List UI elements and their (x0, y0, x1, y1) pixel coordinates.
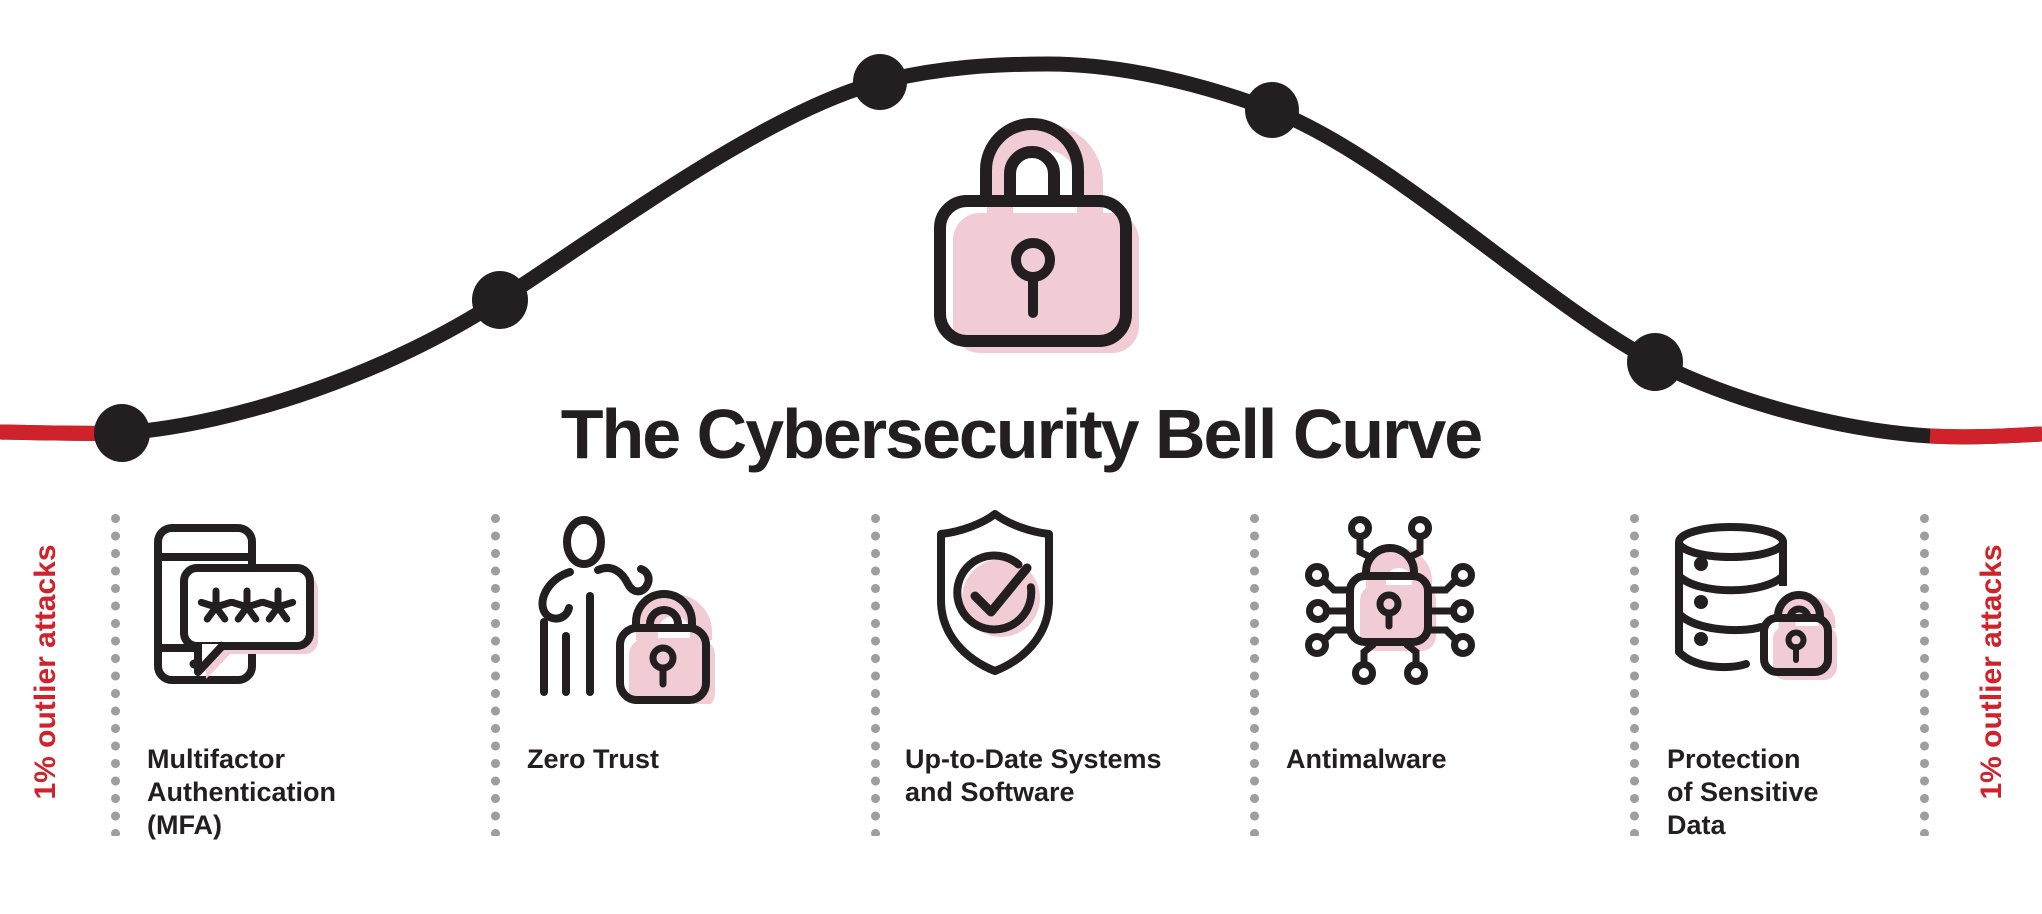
label-line: Antimalware (1286, 744, 1447, 774)
column-label-up-to-date: Up-to-Date Systems and Software (905, 743, 1162, 809)
curve-dot (1627, 333, 1683, 391)
mfa-phone-password-icon (154, 524, 318, 684)
label-line: Zero Trust (527, 744, 660, 774)
circuit-traces (1322, 538, 1458, 664)
label-line: of Sensitive (1667, 777, 1819, 807)
curve-dot (472, 271, 528, 329)
page-title: The Cybersecurity Bell Curve (560, 395, 1483, 473)
column-label-data-protection: Protection of Sensitive Data (1667, 743, 1819, 842)
shield-check-icon (937, 510, 1053, 675)
left-outlier-label: 1% outlier attacks (29, 544, 62, 800)
dotted-separator (871, 514, 880, 836)
circuit-lock-icon (1305, 516, 1475, 685)
column-label-mfa: Multifactor Authentication (MFA) (147, 743, 336, 842)
right-outlier-label: 1% outlier attacks (1975, 544, 2008, 800)
label-line: Authentication (147, 777, 336, 807)
label-line: Data (1667, 810, 1726, 840)
database-lock-icon (1675, 523, 1837, 680)
curve-dot (853, 54, 907, 110)
label-line: Multifactor (147, 744, 285, 774)
label-line: and Software (905, 777, 1075, 807)
dotted-separator (491, 514, 500, 836)
label-line: Up-to-Date Systems (905, 744, 1162, 774)
circuit-nodes (1305, 516, 1475, 685)
database-row-dots (1694, 557, 1708, 646)
column-label-zero-trust: Zero Trust (527, 743, 659, 776)
label-line: Protection (1667, 744, 1801, 774)
password-asterisks (197, 587, 297, 623)
dotted-separator (1630, 514, 1639, 836)
bell-curve-line (0, 56, 2042, 445)
dotted-separator (1920, 514, 1929, 836)
padlock-icon (934, 118, 1139, 353)
zero-trust-person-lock-icon (538, 516, 715, 704)
bell-curve-right-tail (1929, 426, 2042, 445)
curve-dot (94, 404, 150, 462)
curve-dot (1245, 82, 1299, 138)
label-line: (MFA) (147, 810, 222, 840)
dotted-separator (111, 514, 120, 836)
padlock-pink-shadow (953, 124, 1139, 353)
column-label-antimalware: Antimalware (1286, 743, 1447, 776)
dotted-separator (1250, 514, 1259, 836)
